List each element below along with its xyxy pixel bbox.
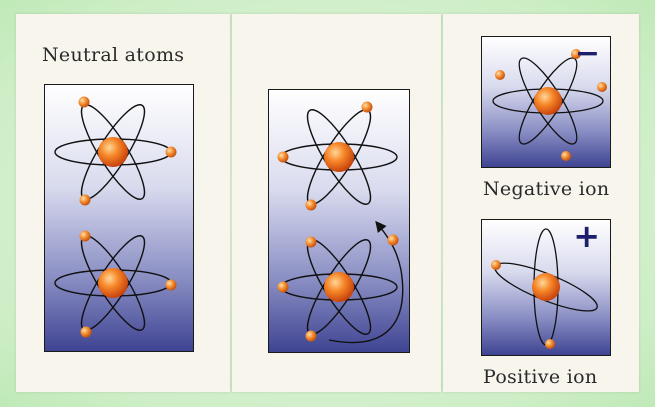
- positive-sign: +: [573, 219, 600, 255]
- nucleus: [324, 142, 354, 172]
- electron: [495, 70, 505, 80]
- transferred-electron: [387, 234, 399, 246]
- nucleus: [324, 272, 354, 302]
- electron: [80, 326, 92, 338]
- electron: [79, 230, 91, 242]
- nucleus: [98, 137, 128, 167]
- nucleus: [534, 87, 562, 115]
- electron: [78, 96, 90, 108]
- electron: [277, 281, 289, 293]
- electron: [361, 101, 373, 113]
- electron: [165, 146, 177, 158]
- electron: [545, 339, 555, 349]
- electron: [491, 260, 501, 270]
- electron: [305, 199, 317, 211]
- negative-sign: −: [574, 36, 600, 71]
- electron: [277, 151, 289, 163]
- neutral-atoms-box: [44, 84, 194, 352]
- electron-transfer-box: [268, 89, 410, 353]
- neutral-atoms-label: Neutral atoms: [42, 44, 185, 66]
- ions-panel: − Negative ion + Positive ion: [443, 14, 639, 392]
- electron-transfer-panel: [232, 14, 441, 392]
- electron: [561, 151, 571, 161]
- electron: [571, 49, 581, 59]
- positive-ion-label: Positive ion: [483, 366, 598, 388]
- negative-ion-label: Negative ion: [483, 178, 610, 200]
- electron: [79, 194, 91, 206]
- nucleus: [98, 268, 128, 298]
- electron: [597, 82, 607, 92]
- neutral-atoms-panel: Neutral atoms: [16, 14, 230, 392]
- electron: [305, 236, 317, 248]
- electron: [165, 279, 177, 291]
- negative-ion-box: −: [481, 36, 611, 168]
- positive-ion-box: +: [481, 219, 611, 356]
- electron: [305, 330, 317, 342]
- nucleus: [532, 273, 560, 301]
